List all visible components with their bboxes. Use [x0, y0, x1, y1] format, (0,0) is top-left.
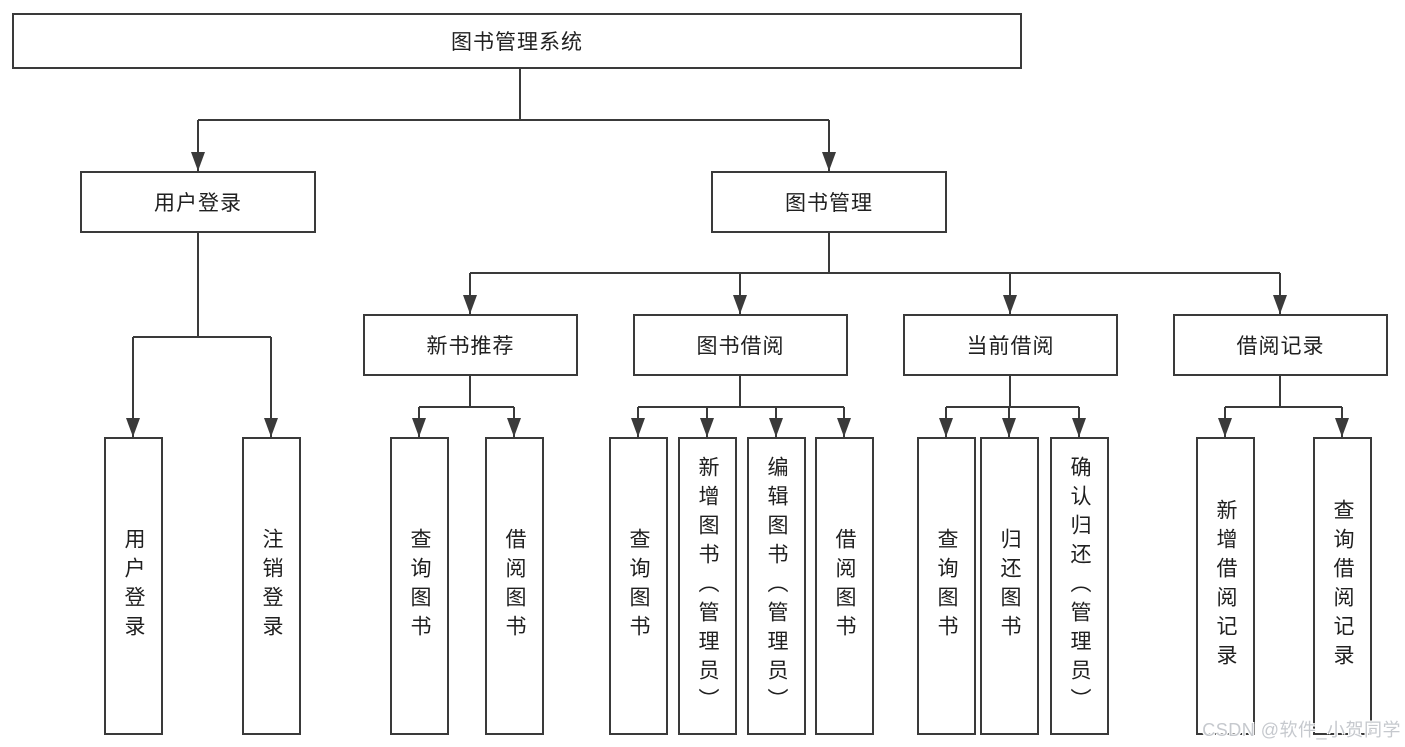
- leaf-query-books-borrowing: 查询图书: [609, 437, 668, 735]
- leaf-add-borrow-record: 新增借阅记录: [1196, 437, 1255, 735]
- leaf-borrow-books-borrowing: 借阅图书: [815, 437, 874, 735]
- node-label: 编辑图书（管理员）: [765, 455, 788, 717]
- node-label: 图书管理: [785, 192, 873, 215]
- node-label: 借阅图书: [503, 528, 526, 644]
- node-label: 新增借阅记录: [1214, 499, 1237, 673]
- node-label: 用户登录: [154, 192, 242, 215]
- node-book-borrowing: 图书借阅: [633, 314, 848, 376]
- leaf-confirm-return-admin: 确认归还（管理员）: [1050, 437, 1109, 735]
- node-label: 确认归还（管理员）: [1068, 455, 1091, 717]
- leaf-query-books-current: 查询图书: [917, 437, 976, 735]
- node-borrow-records: 借阅记录: [1173, 314, 1388, 376]
- node-user-login: 用户登录: [80, 171, 316, 233]
- node-label: 新书推荐: [426, 335, 515, 358]
- leaf-logout: 注销登录: [242, 437, 301, 735]
- node-label: 用户登录: [122, 528, 145, 644]
- node-label: 借阅记录: [1236, 335, 1325, 358]
- leaf-query-books-recommend: 查询图书: [390, 437, 449, 735]
- leaf-return-books: 归还图书: [980, 437, 1039, 735]
- node-label: 归还图书: [998, 528, 1021, 644]
- node-label: 新增图书（管理员）: [696, 455, 719, 717]
- leaf-edit-books-admin: 编辑图书（管理员）: [747, 437, 806, 735]
- node-label: 查询借阅记录: [1331, 499, 1354, 673]
- node-new-book-recommend: 新书推荐: [363, 314, 578, 376]
- node-current-borrowing: 当前借阅: [903, 314, 1118, 376]
- node-library-management-system: 图书管理系统: [12, 13, 1022, 69]
- node-book-management: 图书管理: [711, 171, 947, 233]
- node-label: 查询图书: [627, 528, 650, 644]
- leaf-borrow-books-recommend: 借阅图书: [485, 437, 544, 735]
- leaf-user-login: 用户登录: [104, 437, 163, 735]
- node-label: 当前借阅: [966, 335, 1055, 358]
- node-label: 图书借阅: [696, 335, 785, 358]
- leaf-query-borrow-record: 查询借阅记录: [1313, 437, 1372, 735]
- csdn-watermark: CSDN @软件_小贺同学: [1202, 720, 1401, 740]
- node-label: 图书管理系统: [451, 31, 583, 54]
- node-label: 查询图书: [935, 528, 958, 644]
- node-label: 借阅图书: [833, 528, 856, 644]
- node-label: 注销登录: [260, 528, 283, 644]
- leaf-add-books-admin: 新增图书（管理员）: [678, 437, 737, 735]
- node-label: 查询图书: [408, 528, 431, 644]
